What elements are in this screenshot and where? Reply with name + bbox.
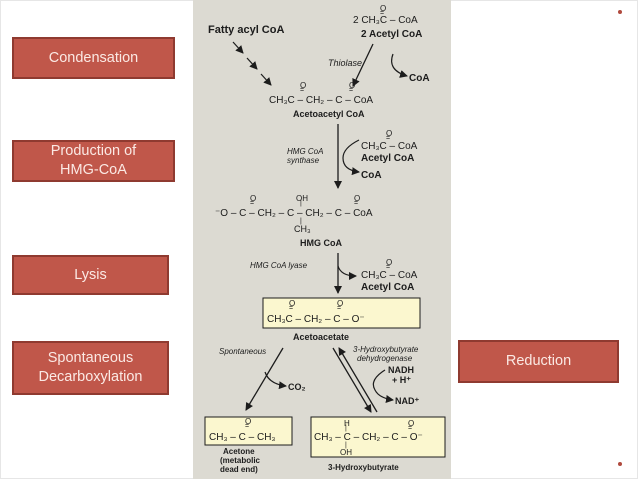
svg-text:|: | [345,425,347,432]
svg-text:O: O [386,129,392,138]
arrow [246,57,258,70]
svg-text:|: | [345,442,347,449]
svg-text:=: = [354,200,358,207]
nad-label: NAD⁺ [395,396,419,406]
svg-text:=: = [380,10,384,17]
hydroxybutyrate-name: 3-Hydroxybutyrate [328,463,399,472]
corner-dot [618,462,622,466]
hmg-coa-production-label: Production of HMG-CoA [12,140,175,182]
acetoacetate-name: Acetoacetate [293,332,349,342]
acetone-formula: CH₃ – C – CH₃ [209,432,276,443]
arrow [372,369,394,403]
lyase-acetyl-coa-formula: CH₃C – CoA [361,270,418,281]
arrow [264,371,287,390]
svg-text:O: O [354,194,360,203]
svg-text:O: O [250,194,256,203]
svg-text:O: O [386,258,392,267]
svg-text:|: | [300,218,302,225]
figure-background [193,0,451,479]
lysis-label: Lysis [12,255,169,295]
svg-text:=: = [337,305,341,312]
hmg-coa-lyase-label: HMG CoA lyase [250,261,308,270]
svg-text:=: = [289,305,293,312]
acetoacetyl-coa-formula: CH₃C – CH₂ – C – CoA [269,95,373,106]
svg-text:=: = [386,264,390,271]
oxygen-label: O [380,4,386,13]
thiolase-label: Thiolase [328,58,362,68]
svg-text:O: O [349,81,355,90]
svg-text:=: = [245,423,249,430]
acetoacetate-formula: CH₃C – CH₂ – C – O⁻ [267,314,365,325]
side-acetyl-coa-formula: CH₃C – CoA [361,141,418,152]
svg-text:=: = [408,425,412,432]
reduction-label: Reduction [458,340,619,383]
spontaneous-decarboxylation-label: Spontaneous Decarboxylation [12,341,169,395]
hmg-coa-name: HMG CoA [300,238,342,248]
hydroxybutyrate-formula: CH₃ – C – CH₂ – C – O⁻ [314,432,423,443]
svg-text:=: = [250,200,254,207]
hmg-oh: OH [296,194,308,203]
hmg-coa-formula: ⁻O – C – CH₂ – C – CH₂ – C – CoA [215,208,373,219]
fatty-acyl-coa: Fatty acyl CoA [208,24,284,36]
arrow [338,347,378,413]
side-acetyl-coa-name: Acetyl CoA [361,153,414,164]
spontaneous-label: Spontaneous [219,347,266,356]
ketogenesis-pathway-figure: Fatty acyl CoA O = 2 CH₃C – CoA 2 Acetyl… [193,0,451,479]
svg-text:O: O [300,81,306,90]
nadh-label: NADH+ H⁺ [388,365,414,385]
arrow [352,43,374,87]
arrow [332,347,372,413]
acetoacetate-box [262,297,421,329]
co2-label: CO₂ [288,382,306,392]
acetoacetyl-coa-name: Acetoacetyl CoA [293,109,365,119]
acetyl-coa-name: 2 Acetyl CoA [361,29,422,40]
acetyl-coa-formula: 2 CH₃C – CoA [353,15,418,26]
condensation-label: Condensation [12,37,175,79]
arrow [245,347,284,411]
svg-text:=: = [300,87,304,94]
arrow [260,73,272,86]
hydroxybutyrate-box [310,416,446,458]
svg-text:=: = [386,135,390,142]
svg-text:O: O [337,299,343,308]
arrow [391,53,408,78]
coa-label: CoA [361,170,382,181]
lyase-acetyl-coa-name: Acetyl CoA [361,282,414,293]
svg-text:O: O [245,417,251,426]
svg-text:|: | [300,200,302,207]
hydroxybutyrate-h: H [344,419,350,428]
acetone-box [204,416,293,446]
svg-text:=: = [349,87,353,94]
arrow [337,265,357,280]
hmg-ch3: CH₃ [294,224,311,234]
hydroxybutyrate-oh: OH [340,448,352,457]
svg-text:O: O [408,419,414,428]
coa-label: CoA [409,73,430,84]
corner-dot [618,10,622,14]
arrow [342,139,360,176]
svg-text:O: O [289,299,295,308]
arrow [232,41,244,54]
